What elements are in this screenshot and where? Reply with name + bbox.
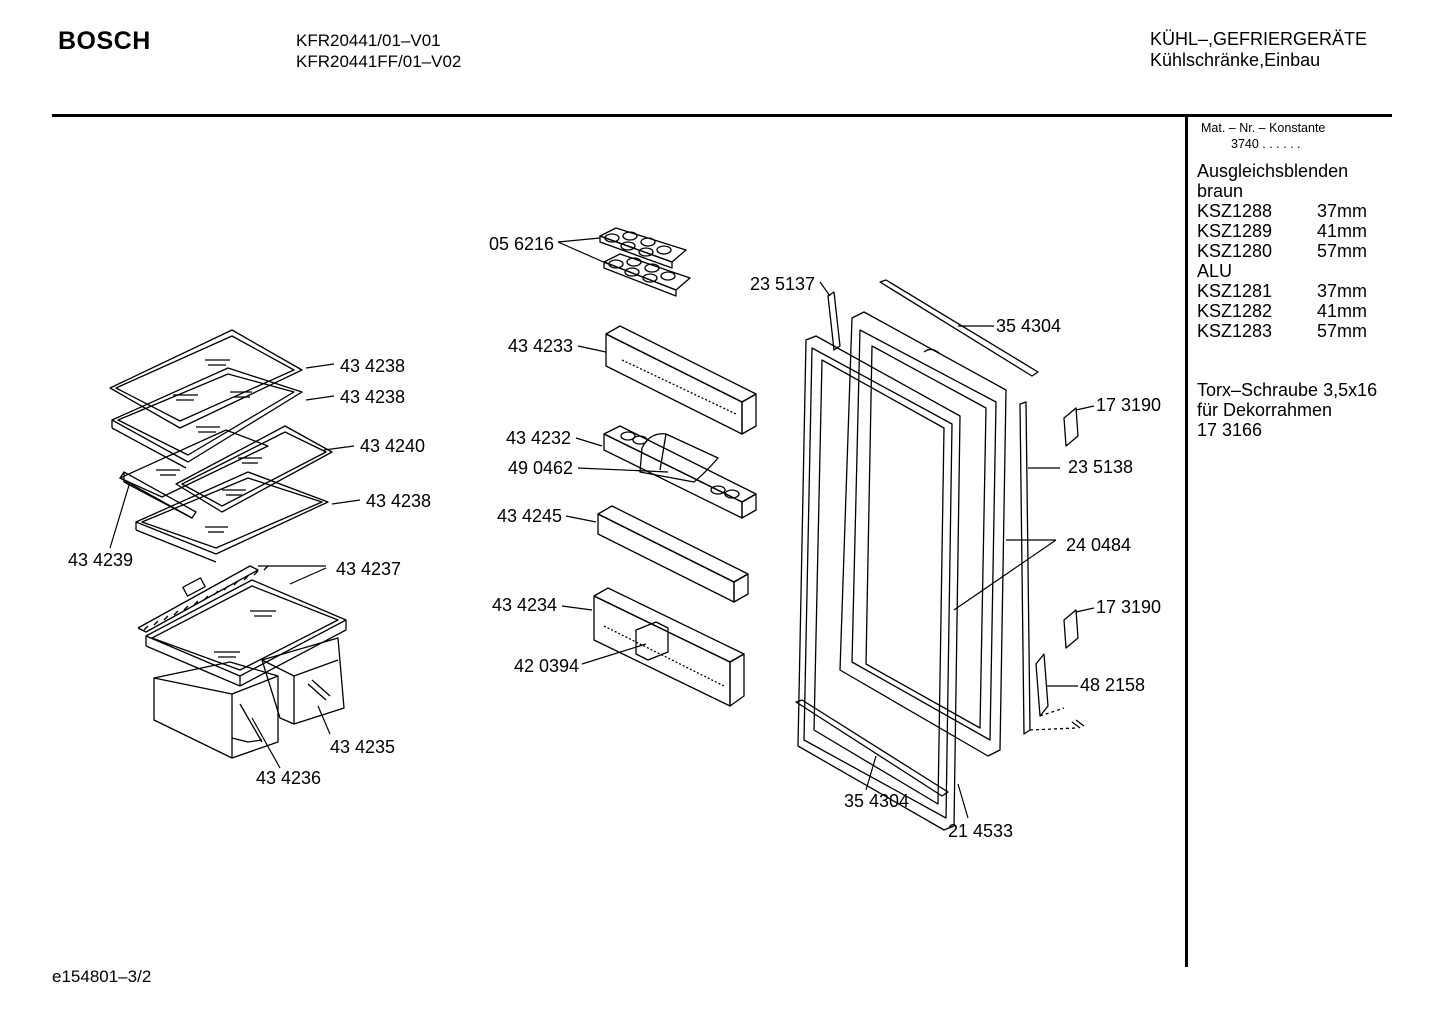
part-label: 43 4234 bbox=[492, 595, 557, 615]
part-label: 43 4238 bbox=[340, 387, 405, 407]
part-size: 41mm bbox=[1317, 301, 1368, 321]
part-code: KSZ1282 bbox=[1197, 301, 1273, 321]
crisper-drawer-left bbox=[153, 661, 279, 759]
part-label: 43 4236 bbox=[256, 768, 321, 788]
group2-title: ALU bbox=[1197, 261, 1233, 281]
part-label: 43 4239 bbox=[68, 550, 133, 570]
part-label: 48 2158 bbox=[1080, 675, 1145, 695]
header-divider bbox=[52, 114, 1392, 117]
part-size: 41mm bbox=[1317, 221, 1368, 241]
door-inner-frame bbox=[839, 311, 1007, 757]
part-label: 43 4235 bbox=[330, 737, 395, 757]
glass-shelf-top bbox=[109, 329, 303, 429]
egg-tray-lower bbox=[603, 253, 691, 297]
part-label: 23 5137 bbox=[750, 274, 815, 294]
part-label: 05 6216 bbox=[489, 234, 554, 254]
hinge-cover-lower bbox=[1063, 609, 1079, 649]
category-subtitle: Kühlschränke,Einbau bbox=[1150, 50, 1321, 70]
glass-shelf-second bbox=[111, 367, 303, 469]
part-label: 43 4238 bbox=[366, 491, 431, 511]
part-label: 17 3190 bbox=[1096, 597, 1161, 617]
part-label: 43 4237 bbox=[336, 559, 401, 579]
butter-compartment-lid bbox=[639, 433, 719, 483]
part-label: 42 0394 bbox=[514, 656, 579, 676]
door-rail-top bbox=[879, 279, 1039, 377]
part-label: 43 4232 bbox=[506, 428, 571, 448]
group1-row: KSZ1288 37mm bbox=[1197, 201, 1367, 222]
part-label: 23 5138 bbox=[1068, 457, 1133, 477]
group2-row: KSZ1283 57mm bbox=[1197, 321, 1367, 342]
part-code: KSZ1283 bbox=[1197, 321, 1273, 341]
door-rail-right bbox=[1019, 401, 1031, 735]
door-rail-bottom bbox=[795, 699, 949, 797]
part-code: KSZ1281 bbox=[1197, 281, 1273, 301]
bin-divider bbox=[635, 621, 669, 661]
torx-screw-usage: für Dekorrahmen bbox=[1197, 400, 1333, 420]
group1-subtitle: braun bbox=[1197, 181, 1244, 201]
category-title: KÜHL–,GEFRIERGERÄTE bbox=[1150, 29, 1368, 49]
crisper-drawer-right bbox=[261, 637, 345, 725]
glass-shelf-divided bbox=[119, 425, 333, 513]
model-number-2: KFR20441FF/01–V02 bbox=[296, 52, 462, 71]
part-size: 57mm bbox=[1317, 321, 1368, 341]
group1-row: KSZ1289 41mm bbox=[1197, 221, 1367, 242]
part-size: 37mm bbox=[1317, 201, 1368, 221]
part-code: KSZ1288 bbox=[1197, 201, 1273, 221]
group2-row: KSZ1282 41mm bbox=[1197, 301, 1367, 322]
part-labels: 43 4238 43 4238 43 4240 43 4238 43 4239 … bbox=[68, 234, 1161, 841]
group2-row: KSZ1281 37mm bbox=[1197, 281, 1367, 302]
part-label: 43 4240 bbox=[360, 436, 425, 456]
shelf-trim-strip bbox=[119, 471, 197, 519]
door-gasket bbox=[797, 335, 961, 831]
part-label: 43 4233 bbox=[508, 336, 573, 356]
mat-constant-label: Mat. – Nr. – Konstante bbox=[1201, 121, 1326, 135]
part-label: 21 4533 bbox=[948, 821, 1013, 841]
part-code: KSZ1280 bbox=[1197, 241, 1273, 261]
torx-screw-part: 17 3166 bbox=[1197, 420, 1263, 440]
part-label: 24 0484 bbox=[1066, 535, 1131, 555]
torx-screw-line: Torx–Schraube 3,5x16 bbox=[1197, 380, 1378, 400]
sidebar-divider bbox=[1185, 114, 1188, 967]
document-number: e154801–3/2 bbox=[52, 967, 152, 986]
glass-shelf-bottom bbox=[135, 471, 329, 563]
part-size: 37mm bbox=[1317, 281, 1368, 301]
part-code: KSZ1289 bbox=[1197, 221, 1273, 241]
group1-title: Ausgleichsblenden bbox=[1197, 161, 1349, 181]
model-number-1: KFR20441/01–V01 bbox=[296, 31, 441, 50]
part-label: 35 4304 bbox=[844, 791, 909, 811]
leader-lines bbox=[109, 237, 1095, 819]
door-rail-left bbox=[827, 291, 841, 351]
group1-row: KSZ1280 57mm bbox=[1197, 241, 1367, 262]
part-label: 17 3190 bbox=[1096, 395, 1161, 415]
mat-constant-value: 3740 . . . . . . bbox=[1231, 137, 1301, 151]
door-bin-top bbox=[605, 325, 757, 435]
door-bin-bottom bbox=[593, 587, 745, 707]
door-hinge bbox=[1029, 653, 1085, 731]
brand-logo: BOSCH bbox=[58, 27, 151, 55]
egg-tray-upper bbox=[599, 227, 687, 269]
part-label: 43 4238 bbox=[340, 356, 405, 376]
door-bin-middle bbox=[597, 505, 749, 603]
door-bin-egg-holder bbox=[603, 425, 757, 519]
part-size: 57mm bbox=[1317, 241, 1368, 261]
part-label: 35 4304 bbox=[996, 316, 1061, 336]
part-label: 49 0462 bbox=[508, 458, 573, 478]
crisper-cover bbox=[137, 565, 347, 687]
hinge-cover-upper bbox=[1063, 407, 1079, 447]
part-label: 43 4245 bbox=[497, 506, 562, 526]
